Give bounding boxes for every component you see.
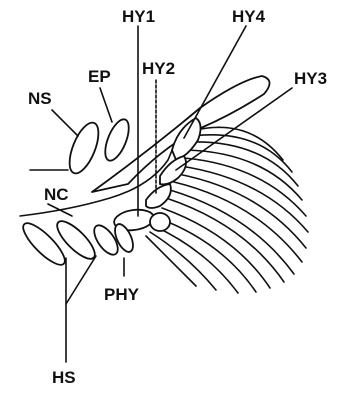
label-ns: NS (28, 89, 52, 108)
label-nc: NC (44, 185, 69, 204)
parhypural-base (150, 213, 170, 231)
label-hy1: HY1 (122, 7, 155, 26)
hy2-plate (146, 184, 171, 208)
label-hy2: HY2 (142, 59, 175, 78)
fin-rays (146, 127, 308, 293)
label-hy4: HY4 (232, 7, 266, 26)
hy3-plate (160, 156, 186, 184)
label-phy: PHY (104, 285, 140, 304)
label-hy3: HY3 (294, 69, 327, 88)
label-ep: EP (88, 67, 111, 86)
label-hs: HS (52, 368, 76, 387)
hy4-plate (172, 118, 201, 160)
epural (100, 116, 133, 164)
